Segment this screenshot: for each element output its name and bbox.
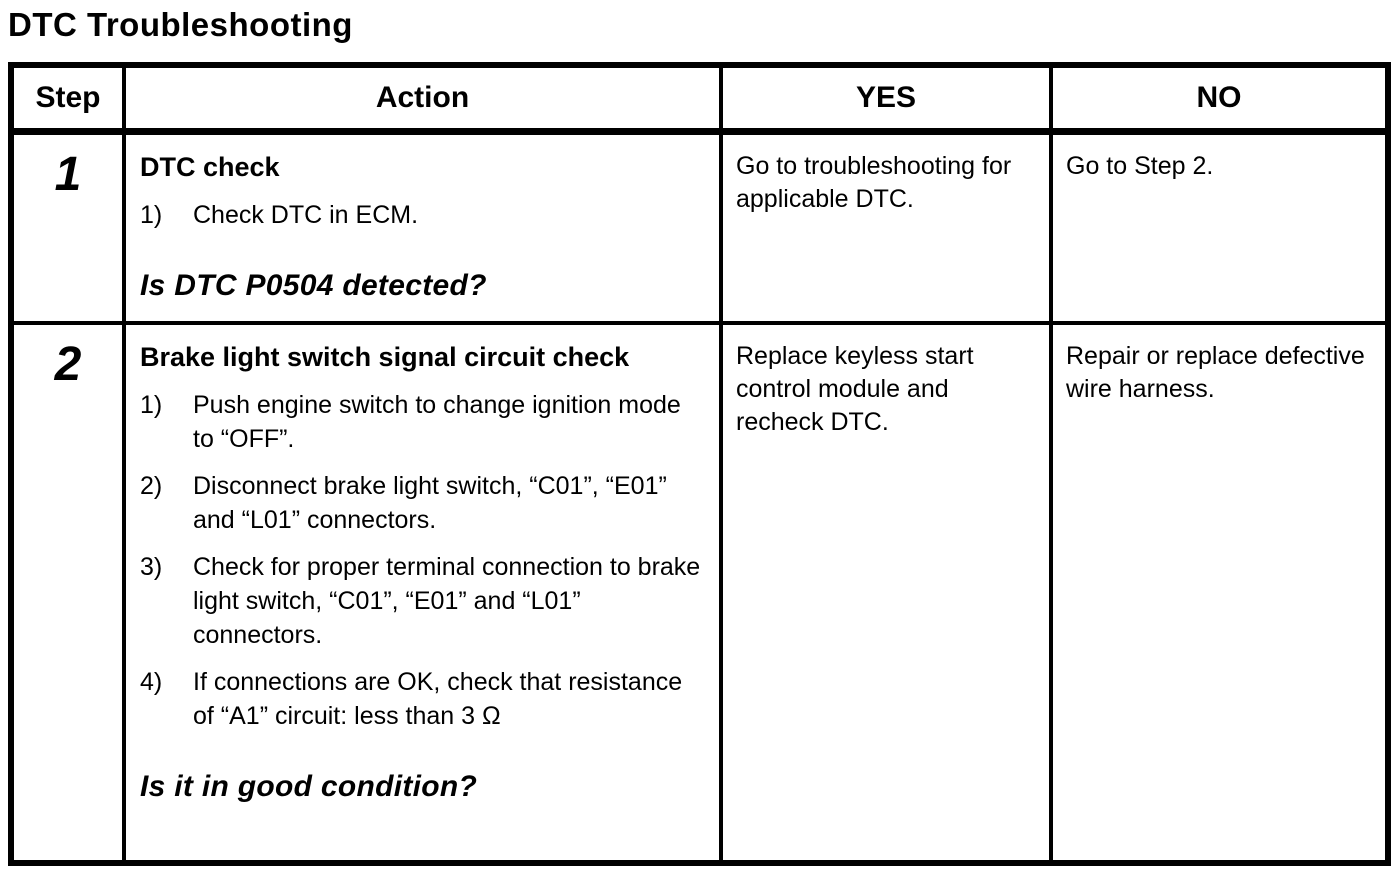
list-item-number: 1) [140,391,163,419]
list-item-number: 2) [140,472,163,500]
list-item-number: 1) [140,200,163,229]
step-number: 1 [9,129,126,325]
action-list-item: 1) Push engine switch to change ignition… [140,388,707,456]
action-heading: DTC check [140,151,280,182]
no-cell: Go to Step 2. [1049,129,1390,325]
action-question: Is it in good condition? [140,770,478,803]
action-cell: Brake light switch signal circuit check … [122,321,723,865]
list-item-number: 4) [140,668,163,696]
no-cell: Repair or replace defective wire harness… [1049,321,1390,865]
header-step: Step [9,63,126,135]
action-cell: DTC check 1) Check DTC in ECM. Is DTC P0… [122,129,723,325]
header-no: NO [1049,63,1390,135]
table-header-row: Step Action YES NO [9,63,1390,135]
action-heading: Brake light switch signal circuit check [140,342,630,372]
list-item-text: Disconnect brake light switch, “C01”, “E… [193,472,667,534]
yes-cell: Go to troubleshooting for applicable DTC… [719,129,1053,325]
list-item-text: Push engine switch to change ignition mo… [193,391,681,453]
header-yes: YES [719,63,1053,135]
action-list-item: 4) If connections are OK, check that res… [140,665,707,733]
list-item-text: Check DTC in ECM. [193,200,419,229]
action-question: Is DTC P0504 detected? [140,268,487,302]
action-list-item: 2) Disconnect brake light switch, “C01”,… [140,469,707,537]
header-action: Action [122,63,723,135]
yes-cell: Replace keyless start control module and… [719,321,1053,865]
list-item-text: If connections are OK, check that resist… [193,668,683,730]
troubleshooting-table: Step Action YES NO 1 DTC check 1) Check … [8,62,1391,866]
list-item-text: Check for proper terminal connection to … [193,553,701,649]
action-list-item: 1) Check DTC in ECM. [140,198,707,232]
table-row-step-1: 1 DTC check 1) Check DTC in ECM. Is DTC … [9,129,1390,325]
page-title: DTC Troubleshooting [8,6,353,43]
step-number: 2 [9,321,126,865]
action-list-item: 3) Check for proper terminal connection … [140,550,707,652]
list-item-number: 3) [140,553,163,581]
table-row-step-2: 2 Brake light switch signal circuit chec… [9,321,1390,865]
